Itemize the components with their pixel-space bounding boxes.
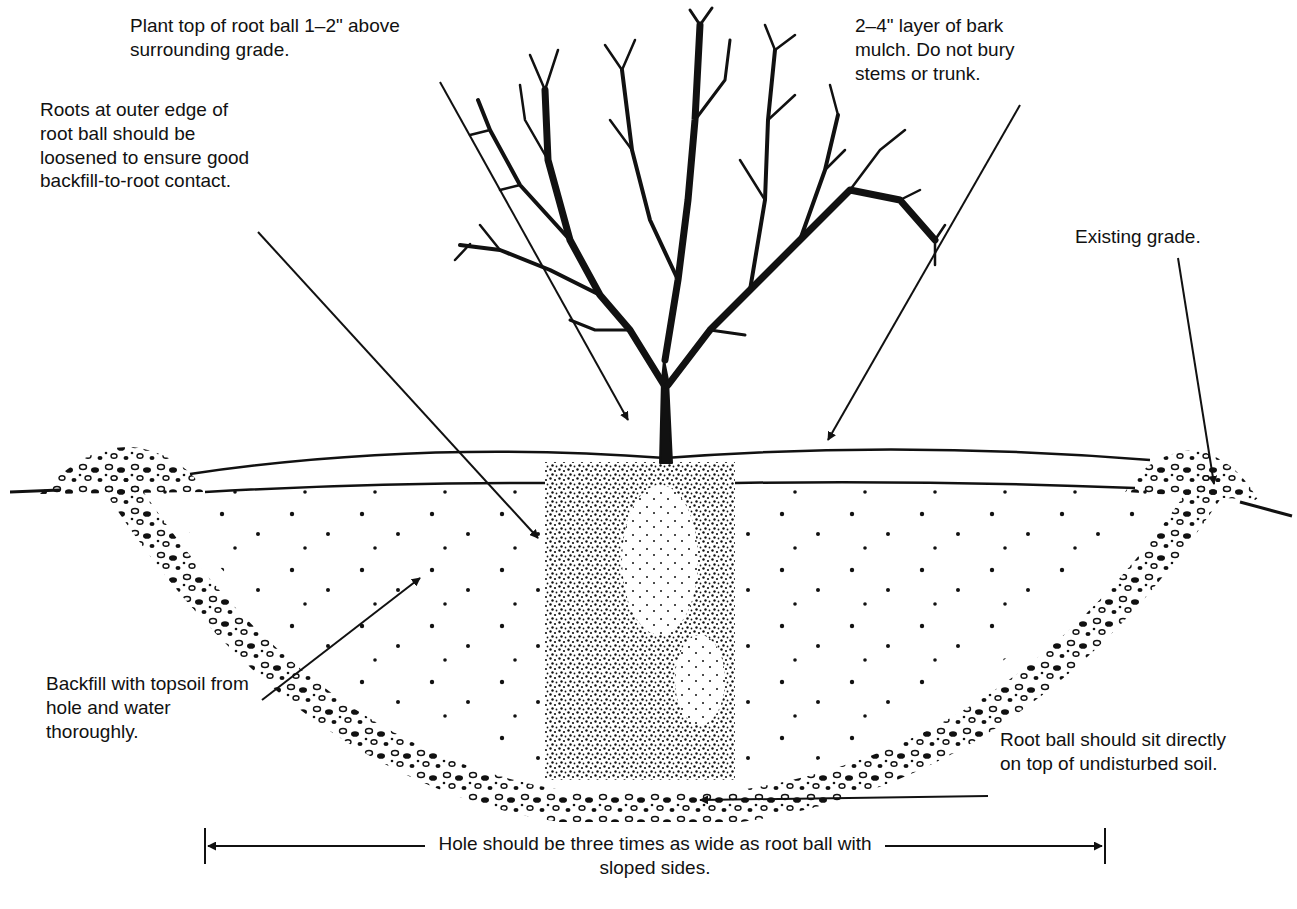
backfill-note: Backfill with topsoil from hole and wate… xyxy=(46,672,261,743)
leader-line xyxy=(258,232,538,538)
mulch-note: 2–4" layer of bark mulch. Do not bury st… xyxy=(855,14,1060,85)
hole-width-note: Hole should be three times as wide as ro… xyxy=(432,832,878,880)
planting-depth-note: Plant top of root ball 1–2" above surrou… xyxy=(130,14,415,62)
leader-line xyxy=(700,796,988,800)
root-ball xyxy=(545,462,735,780)
soil-mound xyxy=(40,447,205,494)
dimension-arrow xyxy=(885,845,1102,847)
root-ball xyxy=(622,485,698,635)
leader-line xyxy=(828,105,1020,440)
mulch-line xyxy=(205,482,1135,492)
leader-line xyxy=(440,82,628,420)
dimension-arrow xyxy=(208,845,425,847)
soil-mound xyxy=(1125,450,1258,500)
leader-line xyxy=(1178,258,1214,484)
leader-line xyxy=(262,578,420,700)
grade-note: Existing grade. xyxy=(1075,225,1265,249)
dimension-tick xyxy=(1104,828,1106,864)
dimension-tick xyxy=(204,828,206,864)
root-ball xyxy=(675,635,725,725)
root-ball-base-note: Root ball should sit directly on top of … xyxy=(1000,728,1230,776)
root-note: Roots at outer edge of root ball should … xyxy=(40,98,260,193)
